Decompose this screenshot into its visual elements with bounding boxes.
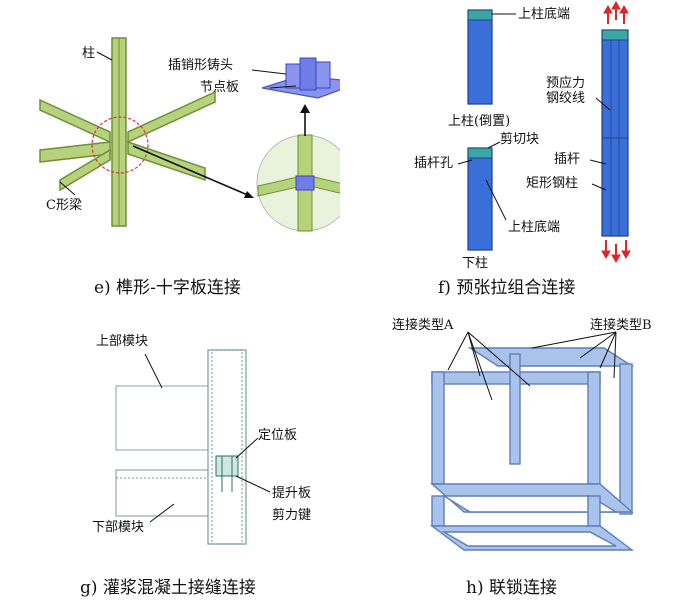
label-shear-key: 剪力键	[272, 508, 312, 523]
panel-f-illustration	[457, 0, 631, 264]
module-frames-drawing	[429, 347, 635, 551]
label-pin-head: 插销形铸头	[168, 58, 234, 73]
panel-f: 上柱底端 上柱(倒置) 剪切块 插杆孔 上柱底端 下柱 预应力钢绞线 插杆 矩形…	[340, 0, 680, 306]
label-node-plate: 节点板	[200, 80, 240, 95]
label-rod-hole: 插杆孔	[414, 156, 454, 171]
column-drawing	[111, 37, 127, 227]
label-type-a: 连接类型A	[392, 318, 454, 333]
tension-arrows-bottom	[601, 240, 631, 264]
label-lower-column: 下柱	[462, 256, 489, 271]
caption-g: g) 灌浆混凝土接缝连接	[80, 578, 256, 598]
label-type-b: 连接类型B	[590, 318, 652, 333]
upper-column-drawing	[467, 9, 493, 105]
c-beam-drawing	[39, 90, 216, 192]
panel-h-illustration	[429, 331, 635, 551]
panel-g: 上部模块 定位板 提升板 剪力键 下部模块 g) 灌浆混凝土接缝连接	[0, 306, 340, 612]
node-plate-drawing	[261, 57, 340, 99]
panel-g-illustration	[115, 349, 271, 545]
rect-steel-column-drawing	[601, 29, 629, 237]
label-upper-module: 上部模块	[96, 334, 149, 349]
caption-e: e) 榫形-十字板连接	[94, 278, 241, 298]
panel-e-illustration	[39, 37, 340, 232]
lower-column-drawing	[467, 147, 493, 251]
label-upper-bottom-top: 上柱底端	[518, 7, 571, 22]
label-prestress-strand: 预应力钢绞线	[546, 76, 586, 106]
label-rod: 插杆	[554, 152, 581, 167]
label-upper-inverted: 上柱(倒置)	[448, 114, 511, 129]
panel-h: 连接类型A 连接类型B h) 联锁连接	[340, 306, 680, 612]
label-column: 柱	[82, 46, 96, 61]
label-lifting-plate: 提升板	[272, 486, 312, 501]
label-c-beam: C形梁	[46, 198, 82, 213]
panel-e: 柱 插销形铸头 节点板 C形梁 e) 榫形-十字板连接	[0, 0, 340, 306]
label-upper-bottom-lower: 上柱底端	[508, 220, 561, 235]
label-lower-module: 下部模块	[92, 520, 145, 535]
label-locating-plate: 定位板	[258, 428, 298, 443]
tension-arrows-top	[603, 0, 629, 24]
label-shear-block: 剪切块	[500, 132, 540, 147]
caption-f: f) 预张拉组合连接	[438, 278, 576, 298]
caption-h: h) 联锁连接	[466, 578, 557, 598]
label-rect-steel-column: 矩形钢柱	[526, 176, 579, 191]
zoom-detail-drawing	[256, 134, 340, 232]
